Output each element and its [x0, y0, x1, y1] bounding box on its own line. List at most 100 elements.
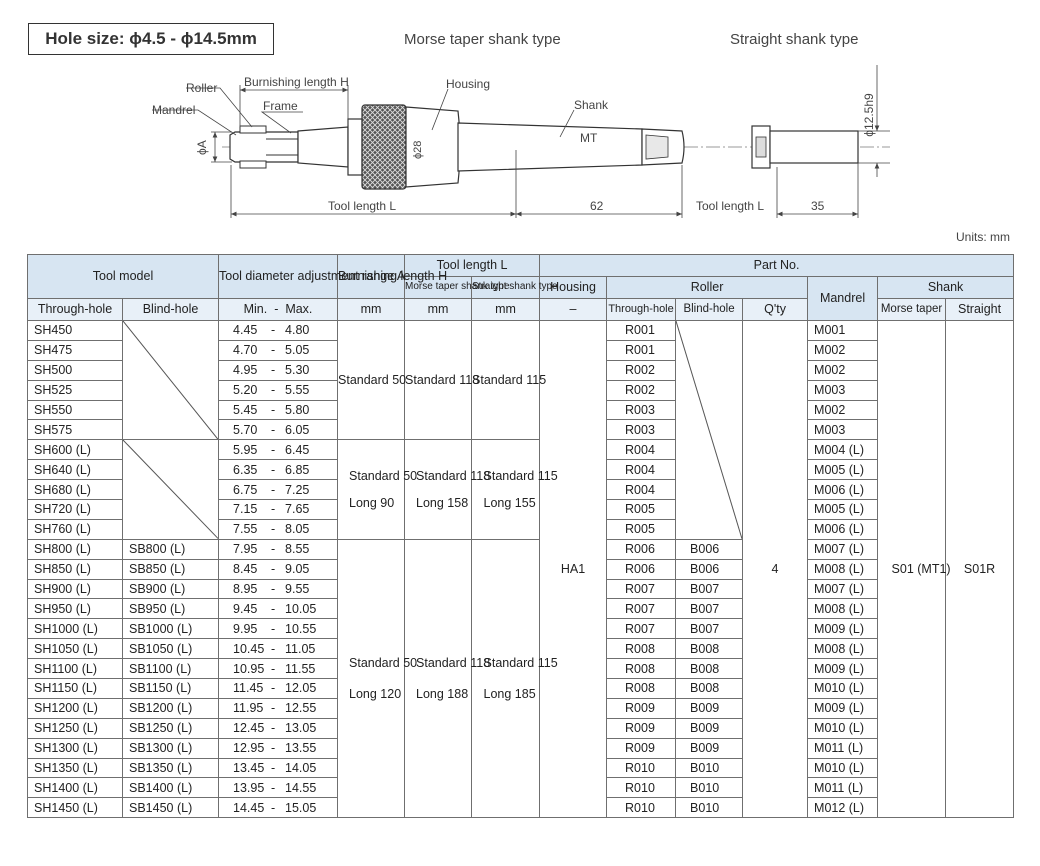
header-roller-through: Through-hole	[606, 298, 677, 321]
diameter-range: 14.45-15.05	[218, 797, 339, 819]
diameter-range: 5.95-6.45	[218, 439, 339, 461]
diameter-range: 6.35-6.85	[218, 459, 339, 481]
through-hole-model: SH1150 (L)	[27, 678, 123, 699]
blind-hole-model: SB1000 (L)	[121, 618, 220, 640]
diameter-range: 11.45-12.05	[218, 678, 339, 699]
mandrel-part: M009 (L)	[807, 618, 879, 640]
blind-hole-model: SB1100 (L)	[121, 658, 220, 680]
diameter-range: 7.95-8.55	[218, 538, 339, 560]
blind-hole-model: SB1250 (L)	[121, 717, 220, 739]
mandrel-part: M006 (L)	[807, 518, 879, 540]
roller-blind-part: B008	[675, 678, 744, 699]
roller-blind-part: B010	[675, 797, 744, 819]
table-row: SH760 (L) 7.55-8.05 R005 M006 (L)	[27, 518, 1014, 540]
mandrel-part: M009 (L)	[807, 658, 879, 680]
through-hole-model: SH950 (L)	[27, 598, 123, 620]
roller-through-part: R008	[606, 678, 677, 699]
header-straight: Straight	[945, 298, 1015, 321]
mandrel-part: M005 (L)	[807, 499, 879, 520]
through-hole-model: SH800 (L)	[27, 538, 123, 560]
shank-straight-part: S01R	[945, 319, 1015, 819]
header-tool-diameter: Tool diameter adjustment range A	[218, 254, 405, 299]
roller-blind-part: B009	[675, 697, 744, 719]
diameter-range: 12.95-13.55	[218, 737, 339, 759]
header-part-no: Part No.	[539, 254, 1015, 277]
diameter-range: 4.95-5.30	[218, 359, 339, 381]
roller-through-part: R007	[606, 578, 677, 600]
mandrel-part: M011 (L)	[807, 777, 879, 799]
blind-hole-model: SB850 (L)	[121, 558, 220, 580]
roller-through-part: R007	[606, 618, 677, 640]
roller-through-part: R006	[606, 538, 677, 560]
header-qty: Q'ty	[742, 298, 809, 321]
through-hole-model: SH450	[27, 320, 123, 341]
mandrel-part: M001	[807, 320, 879, 341]
mandrel-part: M011 (L)	[807, 737, 879, 759]
roller-through-part: R001	[606, 339, 677, 361]
through-hole-model: SH550	[27, 399, 123, 421]
mandrel-part: M002	[807, 359, 879, 381]
housing-knurl	[361, 104, 407, 190]
through-hole-model: SH760 (L)	[27, 518, 123, 540]
header-mm-straight: mm	[471, 298, 541, 321]
hole-size-title: Hole size: ϕ4.5 - ϕ14.5mm	[28, 23, 274, 55]
label-mandrel: Mandrel	[152, 103, 195, 117]
through-hole-model: SH720 (L)	[27, 499, 123, 520]
label-tool-length: Tool length L	[328, 199, 396, 213]
through-hole-model: SH1400 (L)	[27, 777, 123, 799]
diameter-range: 7.55-8.05	[218, 518, 339, 540]
label-phi-12-5: ϕ12.5h9	[862, 93, 876, 137]
diameter-range: 8.95-9.55	[218, 578, 339, 600]
diameter-range: 9.45-10.05	[218, 598, 339, 620]
roller-through-part: R004	[606, 439, 677, 461]
roller-through-part: R009	[606, 697, 677, 719]
header-blind-hole: Blind-hole	[121, 298, 220, 321]
roller-through-part: R005	[606, 518, 677, 540]
header-burnishing: Burnishing length H	[337, 254, 447, 299]
roller-through-part: R003	[606, 399, 677, 421]
roller-blind-part: B010	[675, 777, 744, 799]
units-label: Units: mm	[956, 230, 1010, 244]
mandrel-part: M008 (L)	[807, 558, 879, 580]
mandrel-part: M002	[807, 339, 879, 361]
blind-hole-model: SB1150 (L)	[121, 678, 220, 699]
roller-through-part: R007	[606, 598, 677, 620]
label-burnishing: Burnishing length H	[244, 75, 349, 89]
diameter-range: 10.95-11.55	[218, 658, 339, 680]
diameter-range: 8.45-9.05	[218, 558, 339, 580]
roller-through-part: R004	[606, 459, 677, 481]
mandrel-part: M012 (L)	[807, 797, 879, 819]
mandrel-part: M004 (L)	[807, 439, 879, 461]
mandrel-part: M003	[807, 419, 879, 441]
straight-shank-shape	[769, 130, 859, 164]
roller-blind-part: B008	[675, 638, 744, 660]
diameter-range: 9.95-10.55	[218, 618, 339, 640]
blind-hole-model: SB1050 (L)	[121, 638, 220, 660]
mandrel-part: M007 (L)	[807, 538, 879, 560]
label-frame: Frame	[263, 99, 298, 113]
roller-blind-part: B009	[675, 737, 744, 759]
morse-length: Standard 118	[404, 319, 479, 441]
roller-through-part: R002	[606, 359, 677, 381]
blind-hole-na-cell	[121, 439, 220, 540]
header-tool-model: Tool model	[26, 254, 220, 299]
label-roller: Roller	[186, 81, 217, 95]
straight-shank-title: Straight shank type	[730, 31, 859, 48]
roller-blind-part: B006	[675, 538, 744, 560]
blind-hole-model: SB1200 (L)	[121, 697, 220, 719]
header-mm-morse: mm	[404, 298, 473, 321]
roller-blind-part: B006	[675, 558, 744, 580]
mandrel-part: M003	[807, 379, 879, 401]
